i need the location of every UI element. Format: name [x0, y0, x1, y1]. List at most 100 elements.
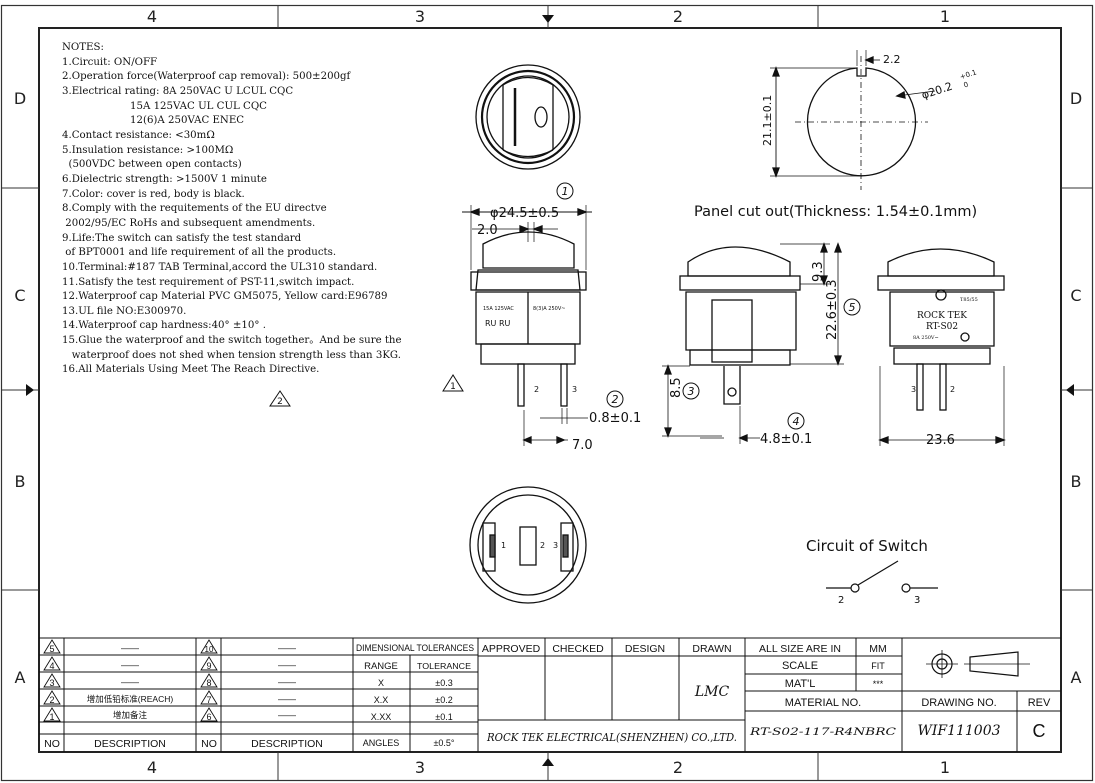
rev-no-8: 8 — [206, 678, 211, 688]
dim-diameter: φ24.5±0.5 — [490, 206, 559, 221]
dim-0-8: 0.8±0.1 — [589, 411, 641, 426]
note-line: 8.Comply with the requitements of the EU… — [62, 203, 327, 215]
centering-arrows — [26, 15, 1074, 766]
svg-text:2: 2 — [612, 393, 619, 406]
rev-desc-2: 增加低铅标准(REACH) — [87, 694, 174, 704]
rev-label: REV — [1028, 697, 1051, 709]
note-line: 9.Life:The switch can satisfy the test s… — [62, 232, 302, 244]
note-line: 11.Satisfy the test requirement of PST-1… — [62, 276, 355, 288]
svg-text:1: 1 — [450, 382, 456, 392]
note-line: 12(6)A 250VAC ENEC — [62, 115, 245, 127]
zone-top-1: 1 — [940, 7, 950, 26]
panel-cutout-drawing — [770, 50, 936, 190]
circuit-title: Circuit of Switch — [806, 537, 928, 555]
zone-right-D: D — [1070, 89, 1082, 108]
zone-right-B: B — [1071, 472, 1082, 491]
rev-desc-6: —— — [278, 710, 296, 720]
note-line: 15.Glue the waterproof and the switch to… — [62, 335, 402, 347]
note-line: 3.Electrical rating: 8A 250VAC U LCUL CQ… — [62, 85, 294, 97]
note-line: 16.All Materials Using Meet The Reach Di… — [62, 364, 320, 376]
dim-2-2: 2.2 — [883, 53, 901, 66]
rev-desc-8: —— — [278, 677, 296, 687]
dim-9-3: 9.3 — [811, 261, 826, 282]
bottom-terminal-1: 1 — [501, 541, 506, 550]
circuit-diagram — [826, 560, 938, 593]
callout-4: 4 — [787, 412, 805, 430]
front-label-left-1: 15A 125VAC — [483, 306, 514, 312]
callout-3: 3 — [682, 382, 700, 400]
tol-value-x: ±0.3 — [435, 678, 452, 688]
checked-label: CHECKED — [552, 643, 604, 655]
note-line: 5.Insulation resistance: >100MΩ — [62, 144, 234, 156]
title-block — [39, 637, 1061, 752]
front-view-drawing — [462, 205, 592, 446]
tol-value-angles: ±0.5° — [433, 738, 454, 748]
dim-22-6: 22.6±0.3 — [825, 279, 840, 340]
rev-marker-triangle-1: 1 — [442, 374, 464, 392]
panel-cutout-label: Panel cut out(Thickness: 1.54±0.1mm) — [694, 204, 977, 220]
revision-triangles — [43, 639, 218, 722]
rev-no-1: 1 — [49, 712, 54, 722]
rev-desc-9: —— — [278, 660, 296, 670]
zone-top-4: 4 — [147, 7, 157, 26]
material-no: RT-S02-117-R4NBRC — [749, 726, 896, 738]
drawn-label: DRAWN — [692, 643, 731, 655]
outer-frame — [0, 4, 1094, 782]
design-label: DESIGN — [625, 643, 665, 655]
note-line: (500VDC between open contacts) — [62, 159, 242, 171]
front-label-right: 8(3)A 250V~ — [533, 306, 565, 312]
bottom-terminal-3: 3 — [553, 541, 558, 550]
rev-header-no: NO — [44, 738, 60, 750]
tol-range-angles: ANGLES — [363, 738, 400, 748]
circuit-terminal-3: 3 — [914, 595, 920, 606]
rev-desc-1: 增加备注 — [113, 710, 148, 720]
material-value: *** — [873, 679, 884, 689]
side-text-model: RT-S02 — [926, 322, 958, 332]
zone-bottom-1: 1 — [940, 758, 950, 777]
svg-text:2: 2 — [277, 397, 283, 407]
note-line: 12.Waterproof cap Material PVC GM5075, Y… — [62, 291, 388, 303]
rev-marker-triangle-2: 2 — [269, 390, 291, 407]
dim-20-2-tol-lower: 0 — [963, 81, 970, 90]
rev-no-3: 3 — [49, 678, 54, 688]
bottom-terminal-2: 2 — [540, 541, 545, 550]
rev-header-desc-2: DESCRIPTION — [251, 738, 323, 750]
drawing-no: WIF111003 — [917, 723, 1000, 739]
svg-text:5: 5 — [849, 301, 856, 314]
rev-no-2: 2 — [49, 695, 54, 705]
rev-desc-10: —— — [278, 643, 296, 653]
note-line: 15A 125VAC UL CUL CQC — [62, 100, 267, 112]
rev-header-no-2: NO — [201, 738, 217, 750]
dim-21-1: 21.1±0.1 — [761, 95, 774, 146]
tol-range-xx: X.X — [374, 695, 389, 705]
dim-23-6: 23.6 — [926, 433, 955, 448]
rev-desc-3: —— — [121, 677, 139, 687]
scale-value: FIT — [871, 661, 885, 671]
circuit-terminal-2: 2 — [838, 595, 844, 606]
zone-bottom-4: 4 — [147, 758, 157, 777]
tol-range-header: RANGE — [364, 661, 398, 672]
right-terminal-2: 2 — [950, 385, 955, 394]
revision-letter: C — [1033, 721, 1046, 741]
zone-right-A: A — [1071, 668, 1082, 687]
zone-left-C: C — [14, 286, 25, 305]
side-text-rating: 8A 250V~ — [913, 335, 939, 341]
note-line: 14.Waterproof cap hardness:40° ±10° . — [62, 320, 266, 332]
rev-no-5: 5 — [49, 644, 54, 654]
rev-header-desc: DESCRIPTION — [94, 738, 166, 750]
zone-left-B: B — [15, 472, 26, 491]
note-line: 13.UL file NO:E300970. — [62, 305, 187, 317]
all-size-label: ALL SIZE ARE IN — [759, 643, 841, 655]
callout-2: 2 — [606, 390, 624, 408]
rev-no-7: 7 — [206, 695, 211, 705]
dimensional-tolerances-header: DIMENSIONAL TOLERANCES — [356, 643, 474, 654]
dim-20-2: φ20.2 — [920, 80, 954, 102]
bottom-view-drawing — [469, 486, 587, 604]
front-label-left-2: RU RU — [485, 319, 511, 328]
zone-left-D: D — [14, 89, 26, 108]
svg-text:4: 4 — [793, 415, 800, 428]
note-line: 4.Contact resistance: <30mΩ — [62, 129, 215, 141]
scale-label: SCALE — [782, 660, 818, 672]
note-line: 2002/95/EC RoHs and subsequent amendment… — [62, 217, 316, 229]
